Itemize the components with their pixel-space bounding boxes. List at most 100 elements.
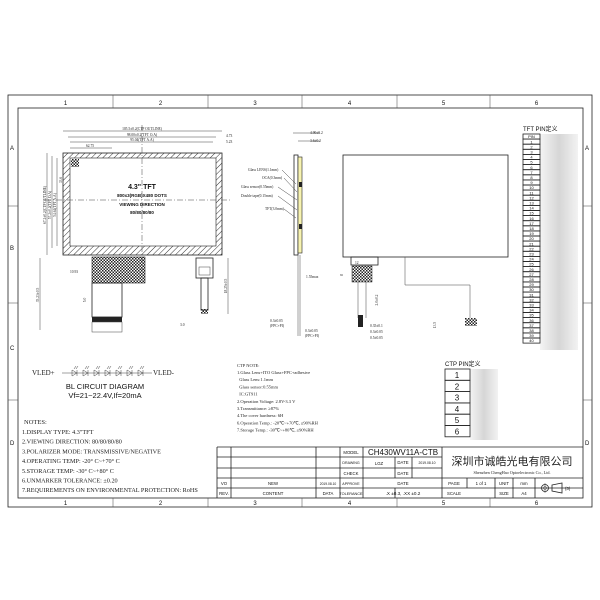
row-marker: D [10,441,15,447]
tft-pin-number: 7 [530,170,533,175]
note-item: 4.OPERATING TEMP: -20° C~+70° C [22,458,120,465]
tft-pin-number: 21 [529,241,534,246]
tft-pin-number: 20 [529,236,534,241]
tft-pin-number: 26 [529,267,534,272]
dim-label: 4.90±0.2 [310,131,323,135]
dim-label: 35.23±0.5 [36,288,40,303]
tft-pin-table: TFT PIN定义 PIN123456789101112131415161718… [522,125,578,350]
ctp-note-item: IC:GT911 [237,392,258,397]
layer-label: OCA(0.3mm) [262,176,283,180]
vled-plus-label: VLED+ [32,369,55,377]
size-value: A4 [521,491,527,496]
tft-pin-number: 28 [529,277,534,282]
company-name-en: Shenzhen ChengHao Optoelectronic Co., Lt… [473,470,550,476]
tft-pin-number: 32 [529,297,534,302]
led-diode-icon [104,365,112,377]
drawing-value: LGZ [375,461,384,466]
dim-label: 95.04(TFT A.A) [130,138,154,142]
tft-pin-number: 23 [529,252,534,257]
dim-label: 2.0±0.2 [375,294,379,305]
dim-label: 3.0 [180,323,185,327]
note-item: 1.DISPLAY TYPE: 4.3"TFT [22,429,94,436]
viewing-direction-label: VIEWING DIRECTION [119,202,165,207]
dim-label: (FPC+PI) [305,334,320,338]
dim-label: 105.5±0.2(CTP OUTLINE) [122,127,163,131]
rev-value: VO [221,481,228,486]
tft-pin-number: 36 [529,318,534,323]
dim-label: 18.25±0.5 [224,279,228,294]
tft-pin-number: 37 [529,323,534,328]
tft-pin-number: 27 [529,272,534,277]
note-item: 6.UNMARKER TOLERANCE: ±0.20 [22,478,118,485]
display-title: 4.3" TFT [128,184,157,191]
dim-label: 98.00±0.2(TFT O.A) [127,133,158,137]
dim-label: 0.3±0.05 [270,319,283,323]
layer-label: Glass sensor(0.55mm) [241,185,274,189]
layer-label: TFT(3.0mm) [265,207,285,211]
back-view: 12 8 2.0±0.2 0.35±0.1 0.3±0.05 0.5±0.05 … [340,154,509,340]
tft-pin-number: 4 [530,155,533,160]
layer-label: Double tape(0.15mm) [241,194,274,198]
ctp-note-item: Glass sensor:0.55mm [237,384,278,389]
data-value: 2019.08.10 [320,482,337,486]
ctp-pin-number: 5 [455,416,460,425]
tft-pin-number: 15 [529,211,534,216]
tft-pin-number: 12 [529,195,534,200]
note-item: 2.VIEWING DIRECTION: 80/80/80/80 [22,439,122,446]
company-name-cn: 深圳市诚皓光电有限公司 [452,454,573,468]
tft-pin-title: TFT PIN定义 [523,125,558,133]
bl-circuit-spec: Vf=21~22.4V,If=20mA [68,391,141,400]
ctp-pin-number: 4 [455,405,460,414]
column-marker: 1 [64,101,68,107]
row-marker: D [585,441,590,447]
content-label: CONTENT [263,491,284,496]
tft-pin-number: 40 [529,338,534,343]
column-marker: 6 [535,501,539,507]
tolerance-label: TOLERANCE [339,492,363,496]
tft-pin-number: 31 [529,292,534,297]
dim-label: 54.64(TFT A.A) [53,192,57,216]
side-view: 4.90±0.2 3.6±0.2 Glass LENS(1.1mm) OCA(0… [241,131,323,338]
dim-label: 33.6 [59,177,63,183]
led-diode-icon [71,365,79,377]
tft-pin-number: 17 [529,221,534,226]
content-value: NEW [268,481,279,486]
tft-pin-number: 14 [529,206,534,211]
ctp-note-item: 1.Glass Lens+ITO Glass+FPC+adhesive [237,370,310,375]
ctp-note-title: CTP NOTE: [237,363,259,368]
dim-label: 0.35±0.1 [370,324,383,328]
dim-label: 3.6±0.2 [310,139,321,143]
tft-pin-number: 18 [529,226,534,231]
tft-pin-number: 30 [529,287,534,292]
tft-pin-number: 22 [529,246,534,251]
tft-pin-number: 5 [530,160,533,165]
row-marker: B [10,246,14,252]
tft-pin-number: 34 [529,308,534,313]
row-marker: A [10,146,14,152]
tft-pin-number: 25 [529,262,534,267]
size-label: SIZE [499,491,509,496]
tft-pin-header: PIN [528,134,535,139]
row-marker: A [585,146,589,152]
dim-label: 8 [340,274,344,276]
column-marker: 5 [442,101,446,107]
rev-label: REV. [219,491,229,496]
tft-pin-number: 35 [529,313,534,318]
ctp-pin-title: CTP PIN定义 [445,360,481,368]
dim-label: 13.5 [433,322,437,328]
tft-pin-number: 16 [529,216,534,221]
column-marker: 1 [64,501,68,507]
column-marker: 6 [535,101,539,107]
tft-pin-number: 9 [530,180,533,185]
check-label: CHECK [343,471,358,476]
column-marker: 4 [348,501,352,507]
data-label: DATA [323,491,334,496]
page-label: PAGE [448,481,460,486]
projection-symbol-icon [540,482,563,494]
dim-label: 10.93 [70,270,78,274]
vled-minus-label: VLED- [153,369,175,377]
ctp-pin-cell [444,425,471,438]
